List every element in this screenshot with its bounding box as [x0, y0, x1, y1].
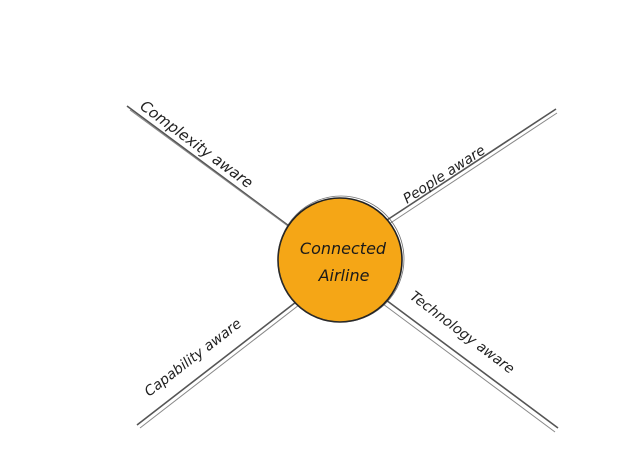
- arm-line-complexity: [126, 105, 294, 230]
- center-circle-sketch: [277, 195, 405, 323]
- label-complexity: Complexity aware: [137, 97, 257, 192]
- center-label-line1: Connected: [300, 239, 387, 258]
- center-label-line2: Airline: [318, 266, 370, 285]
- label-people: People aware: [400, 142, 488, 207]
- arm-line-capability: [136, 301, 297, 426]
- arm-line-technology: [385, 299, 559, 429]
- center-node: Connected Airline: [277, 195, 405, 323]
- arm-line-people: [386, 108, 557, 221]
- arm-lines: [126, 105, 559, 433]
- label-capability: Capability aware: [142, 316, 245, 400]
- arm-line-people-shadow: [388, 112, 558, 225]
- label-technology: Technology aware: [407, 288, 518, 377]
- arm-line-complexity-shadow: [129, 109, 297, 233]
- arm-line-technology-shadow: [382, 303, 556, 433]
- arm-line-capability-shadow: [139, 304, 300, 429]
